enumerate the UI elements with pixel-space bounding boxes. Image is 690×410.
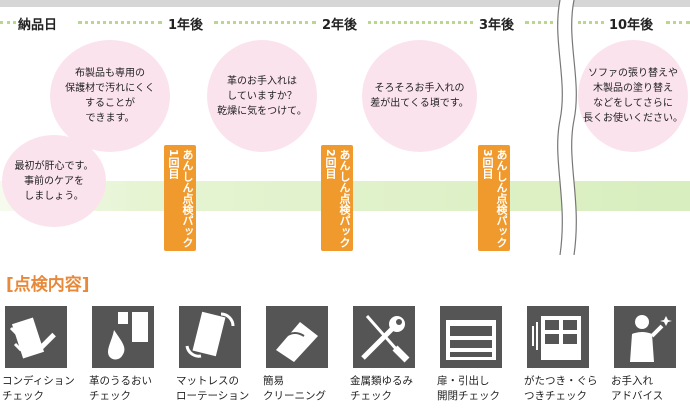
mattress-rotate-icon <box>179 306 241 368</box>
inspection-item-advice: お手入れ アドバイス <box>611 306 690 404</box>
inspection-item-mattress: マットレスの ローテーション <box>176 306 260 404</box>
bubble-three-years: そろそろお手入れの 差が出てくる頃です。 <box>362 40 477 152</box>
inspection-pack-2: あんしん点検パック 2回目 <box>321 145 353 251</box>
inspection-pack-1: あんしん点検パック 1回目 <box>164 145 196 251</box>
shaky-cabinet-icon <box>527 306 589 368</box>
milestone-delivery: 納品日 <box>18 18 58 33</box>
bubble-fabric: 布製品も専用の 保護材で汚れにくく することが できます。 <box>50 40 170 152</box>
timeline-dots <box>368 21 473 24</box>
milestone-2-years: 2年後 <box>322 18 358 33</box>
inspection-title: [点検内容] <box>6 275 90 295</box>
checklist-icon <box>5 306 67 368</box>
inspection-item-stability: がたつき・ぐら つきチェック <box>524 306 608 404</box>
timeline-dots <box>78 21 162 24</box>
cloth-wipe-icon <box>266 306 328 368</box>
milestone-10-years: 10年後 <box>609 18 654 33</box>
inspection-item-cleaning: 簡易 クリーニング <box>263 306 347 404</box>
milestone-1-year: 1年後 <box>168 18 204 33</box>
inspection-item-condition: コンディション チェック <box>2 306 86 404</box>
timeline-dots <box>578 21 604 24</box>
bubble-delivery: 最初が肝心です。 事前のケアを しましょう。 <box>2 135 106 227</box>
leather-drop-icon <box>92 306 154 368</box>
inspection-pack-3: あんしん点検パック 3回目 <box>478 145 510 251</box>
top-bar <box>0 0 690 7</box>
wrench-screwdriver-icon <box>353 306 415 368</box>
timeline-dots <box>666 21 690 24</box>
drawer-icon <box>440 306 502 368</box>
timeline-break-icon <box>557 0 577 255</box>
advisor-icon <box>614 306 676 368</box>
inspection-item-drawer: 扉・引出し 開閉チェック <box>437 306 521 404</box>
milestone-3-years: 3年後 <box>479 18 515 33</box>
inspection-item-metal: 金属類ゆるみ チェック <box>350 306 434 404</box>
timeline-dots <box>214 21 316 24</box>
timeline-dots <box>0 21 16 24</box>
inspection-item-leather: 革のうるおい チェック <box>89 306 173 404</box>
bubble-leather: 革のお手入れは していますか？ 乾燥に気をつけて。 <box>207 40 317 152</box>
timeline-dots <box>525 21 561 24</box>
bubble-ten-years: ソファの張り替えや 木製品の塗り替え などをしてさらに 長くお使いください。 <box>578 40 688 152</box>
